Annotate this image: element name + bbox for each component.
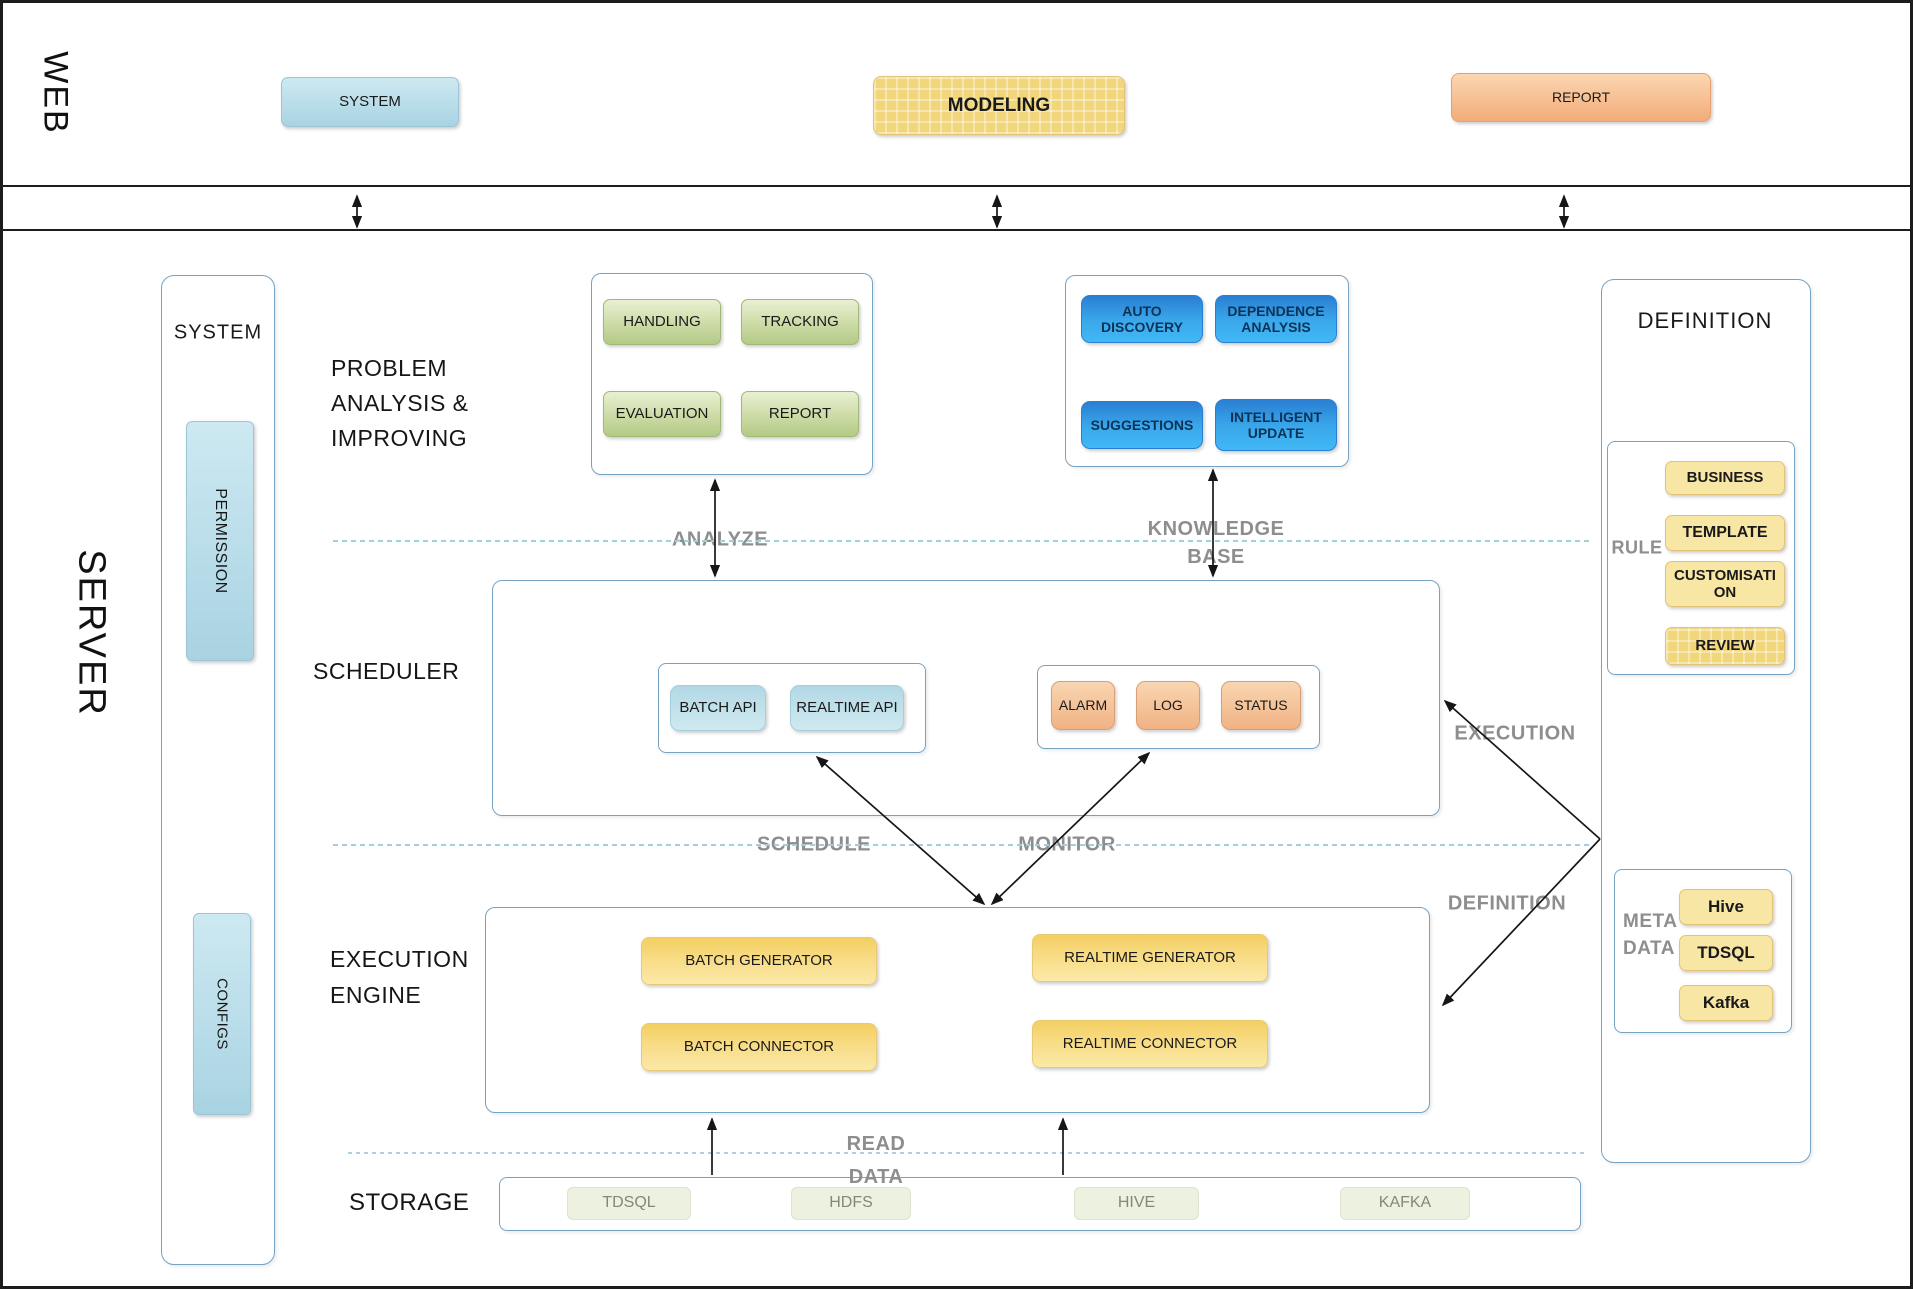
configs-box[interactable]: CONFIGS — [193, 913, 251, 1115]
web-band-bottom-line — [3, 185, 1910, 187]
scheduler-title: SCHEDULER — [313, 658, 460, 684]
knowledge-base-line1: KNOWLEDGE — [1147, 518, 1285, 540]
web-system-button[interactable]: SYSTEM — [281, 77, 459, 127]
metadata-hive-box[interactable]: Hive — [1679, 889, 1773, 925]
permission-label: PERMISSION — [212, 488, 230, 594]
status-box[interactable]: STATUS — [1221, 681, 1301, 730]
execution-engine-title-line2: ENGINE — [330, 982, 422, 1008]
review-box[interactable]: REVIEW — [1665, 627, 1785, 665]
handling-box[interactable]: HANDLING — [603, 299, 721, 345]
storage-kafka-box[interactable]: KAFKA — [1340, 1187, 1470, 1220]
suggestions-box[interactable]: SUGGESTIONS — [1081, 401, 1203, 449]
definition-flow-label: DEFINITION — [1447, 892, 1567, 915]
intelligent-update-box[interactable]: INTELLIGENT UPDATE — [1215, 399, 1337, 451]
template-box[interactable]: TEMPLATE — [1665, 515, 1785, 551]
metadata-tdsql-box[interactable]: TDSQL — [1679, 935, 1773, 971]
batch-api-box[interactable]: BATCH API — [670, 685, 766, 731]
batch-generator-box[interactable]: BATCH GENERATOR — [641, 937, 877, 985]
server-band-label: SERVER — [70, 549, 113, 717]
alarm-box[interactable]: ALARM — [1051, 681, 1115, 730]
execution-flow-label: EXECUTION — [1454, 722, 1576, 745]
problem-analysis-title-line3: IMPROVING — [331, 425, 468, 451]
permission-box[interactable]: PERMISSION — [186, 421, 254, 661]
storage-hdfs-box[interactable]: HDFS — [791, 1187, 911, 1220]
web-band-label: WEB — [36, 51, 75, 135]
problem-analysis-title: PROBLEM ANALYSIS & IMPROVING — [331, 351, 469, 456]
realtime-api-box[interactable]: REALTIME API — [790, 685, 904, 731]
system-column-title: SYSTEM — [173, 321, 263, 344]
web-modeling-button[interactable]: MODELING — [873, 76, 1125, 135]
batch-connector-box[interactable]: BATCH CONNECTOR — [641, 1023, 877, 1071]
customisation-box[interactable]: CUSTOMISATION — [1665, 561, 1785, 607]
execution-engine-box — [485, 907, 1430, 1113]
schedule-flow-label: SCHEDULE — [756, 833, 872, 856]
web-report-button[interactable]: REPORT — [1451, 73, 1711, 122]
storage-hive-box[interactable]: HIVE — [1074, 1187, 1199, 1220]
rule-group-label: RULE — [1611, 537, 1663, 558]
analyze-flow-label: ANALYZE — [671, 528, 769, 551]
read-data-flow-label: READ DATA — [847, 1128, 906, 1194]
metadata-label-line2: DATA — [1623, 938, 1675, 959]
tracking-box[interactable]: TRACKING — [741, 299, 859, 345]
report-box[interactable]: REPORT — [741, 391, 859, 437]
log-box[interactable]: LOG — [1136, 681, 1200, 730]
execution-engine-title-line1: EXECUTION — [330, 946, 469, 972]
evaluation-box[interactable]: EVALUATION — [603, 391, 721, 437]
business-box[interactable]: BUSINESS — [1665, 461, 1785, 495]
metadata-label-line1: META — [1623, 911, 1678, 932]
definition-column-title: DEFINITION — [1637, 308, 1773, 333]
realtime-generator-box[interactable]: REALTIME GENERATOR — [1032, 934, 1268, 982]
configs-label: CONFIGS — [213, 978, 231, 1050]
read-data-line1: READ — [846, 1133, 906, 1155]
execution-engine-title: EXECUTION ENGINE — [330, 941, 469, 1013]
server-band-top-line — [3, 229, 1910, 231]
definition-arrow — [1441, 838, 1601, 1007]
monitor-flow-label: MONITOR — [1018, 833, 1116, 856]
problem-analysis-title-line2: ANALYSIS & — [331, 390, 469, 416]
problem-analysis-title-line1: PROBLEM — [331, 355, 447, 381]
knowledge-base-flow-label: KNOWLEDGE BASE — [1148, 515, 1285, 571]
knowledge-base-line2: BASE — [1187, 546, 1245, 568]
read-data-line2: DATA — [848, 1166, 904, 1188]
metadata-group-label: META DATA — [1623, 908, 1677, 962]
metadata-kafka-box[interactable]: Kafka — [1679, 985, 1773, 1021]
dependence-analysis-box[interactable]: DEPENDENCE ANALYSIS — [1215, 295, 1337, 343]
auto-discovery-box[interactable]: AUTO DISCOVERY — [1081, 295, 1203, 343]
storage-title: STORAGE — [349, 1189, 470, 1216]
storage-tdsql-box[interactable]: TDSQL — [567, 1187, 691, 1220]
realtime-connector-box[interactable]: REALTIME CONNECTOR — [1032, 1020, 1268, 1068]
